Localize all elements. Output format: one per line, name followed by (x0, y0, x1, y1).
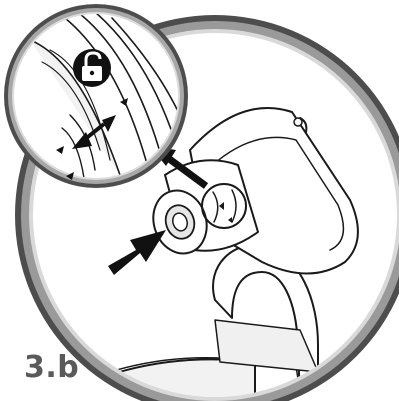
step-label: 3.b (24, 350, 79, 385)
detail-inset (4, 4, 188, 188)
unlocked-padlock-icon (73, 49, 111, 87)
